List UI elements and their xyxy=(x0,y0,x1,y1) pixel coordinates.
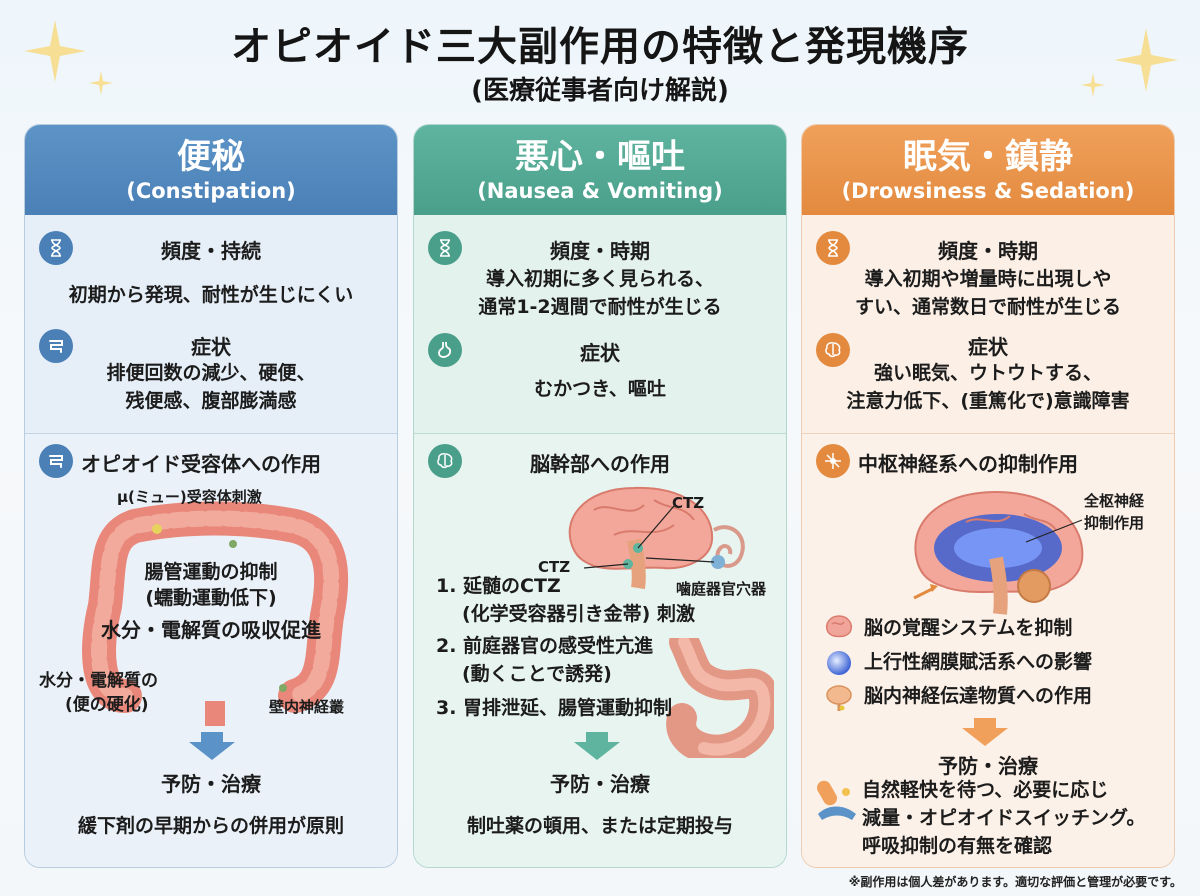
mechanism-item: 上行性網膜賦活系への影響 xyxy=(864,651,1093,673)
treatment-heading: 予防・治療 xyxy=(938,754,1038,778)
frequency-line: 通常1-2週間で耐性が生じる xyxy=(478,296,722,318)
glowing-orb-icon xyxy=(827,651,851,675)
arrow-down-icon xyxy=(189,732,235,760)
symptom-text: むかつき、嘔吐 xyxy=(534,378,666,400)
symptom-line: 排便回数の減少、硬便、 xyxy=(106,362,316,384)
drowsiness-card: 眠気・鎮静 (Drowsiness & Sedation) 頻度・時期 導入初期… xyxy=(801,124,1175,868)
intestine-icon xyxy=(39,444,73,478)
mechanism-item: (化学受容器引き金帯) 刺激 xyxy=(462,603,695,625)
treatment-line: 呼吸抑制の有無を確認 xyxy=(862,835,1053,857)
card-subtitle: (Constipation) xyxy=(126,179,296,203)
symptom-heading: 症状 xyxy=(191,335,231,359)
card-subtitle: (Drowsiness & Sedation) xyxy=(841,179,1135,203)
mechanism-item: (動くことで誘発) xyxy=(462,663,612,685)
card-title: 眠気・鎮静 xyxy=(903,137,1073,177)
mechanism-item: 2. 前庭器官の感受性亢進 xyxy=(436,635,654,657)
brain-illustration xyxy=(568,486,745,590)
constipation-header: 便秘 (Constipation) xyxy=(25,125,397,215)
peristalsis-label: (蠕動運動低下) xyxy=(145,587,277,609)
mechanism-item: 3. 胃排泄延、腸管運動抑制 xyxy=(436,697,673,719)
hardening-label: 水分・電解質の xyxy=(39,671,158,691)
stomach-illustration xyxy=(666,638,774,758)
sparkle-icon xyxy=(24,20,86,82)
symptom-heading: 症状 xyxy=(580,341,620,365)
hourglass-icon xyxy=(39,231,73,265)
mechanism-heading: 中枢神経系への抑制作用 xyxy=(858,452,1078,476)
sparkle-icon xyxy=(1081,73,1105,97)
pill-icon xyxy=(817,780,856,820)
arrow-down-icon xyxy=(962,718,1008,746)
vestibular-label: 噛庭器官穴器 xyxy=(676,580,767,598)
treatment-heading: 予防・治療 xyxy=(161,772,261,796)
receptor-label: μ(ミュー)受容体刺激 xyxy=(117,488,262,506)
symptom-heading: 症状 xyxy=(968,335,1008,359)
symptom-line: 強い眠気、ウトウトする、 xyxy=(873,362,1102,384)
nausea-header: 悪心・嘔吐 (Nausea & Vomiting) xyxy=(414,125,786,215)
treatment-line: 自然軽快を待つ、必要に応じ xyxy=(862,779,1109,801)
card-subtitle: (Nausea & Vomiting) xyxy=(477,179,723,203)
hourglass-icon xyxy=(816,231,850,265)
brain-icon xyxy=(428,444,462,478)
nausea-mechanism: 脳幹部への作用 CTZ CTZ 噛庭器官穴器 1. 延髄のCTZ (化学受容器引… xyxy=(414,433,786,867)
symptom-line: 残便感、腹部膨満感 xyxy=(125,390,297,412)
hardening-label: (便の硬化) xyxy=(65,695,149,715)
arrow-down-icon xyxy=(574,732,620,760)
intestine-illustration xyxy=(82,501,349,726)
motility-label: 腸管運動の抑制 xyxy=(144,561,278,583)
nausea-info: 頻度・時期 導入初期に多く見られる、 通常1-2週間で耐性が生じる 症状 むかつ… xyxy=(414,221,786,429)
footnote: ※副作用は個人差があります。適切な評価と管理が必要です。 xyxy=(848,875,1182,889)
brain-icon xyxy=(816,333,850,367)
frequency-line: すい、通常数日で耐性が生じる xyxy=(854,296,1121,318)
constipation-card: 便秘 (Constipation) 頻度・持続 初期から発現、耐性が生じにくい … xyxy=(24,124,398,868)
treatment-text: 緩下剤の早期からの併用が原則 xyxy=(77,815,344,837)
brain-sedation-illustration xyxy=(913,490,1084,615)
drowsiness-info: 頻度・時期 導入初期や増量時に出現しや すい、通常数日で耐性が生じる 症状 強い… xyxy=(802,221,1174,429)
mechanism-heading: 脳幹部への作用 xyxy=(530,452,670,476)
treatment-text: 制吐薬の頓用、または定期投与 xyxy=(466,815,733,837)
frequency-line: 導入初期や増量時に出現しや xyxy=(864,268,1112,290)
stomach-icon xyxy=(428,333,462,367)
neuron-icon xyxy=(826,685,852,711)
constipation-mechanism: オピオイド受容体への作用 μ(ミュー)受容体刺激 腸管運動の抑制 (蠕動運動低下… xyxy=(25,433,397,867)
frequency-text: 初期から発現、耐性が生じにくい xyxy=(68,284,354,306)
suppression-label: 全枢神経 xyxy=(1084,492,1145,510)
page-subtitle: (医療従事者向け解説) xyxy=(471,76,729,106)
ctz-label: CTZ xyxy=(538,558,571,576)
drowsiness-header: 眠気・鎮静 (Drowsiness & Sedation) xyxy=(802,125,1174,215)
frequency-line: 導入初期に多く見られる、 xyxy=(485,268,714,290)
brain-icon xyxy=(826,615,852,638)
card-title: 便秘 xyxy=(177,137,245,177)
symptom-line: 注意力低下、(重篤化で)意識障害 xyxy=(846,390,1130,412)
ctz-label: CTZ xyxy=(672,494,705,512)
treatment-line: 減量・オピオイドスイッチング。 xyxy=(862,807,1146,829)
page-title: オピオイド三大副作用の特徴と発現機序 xyxy=(231,24,969,70)
hourglass-icon xyxy=(428,231,462,265)
drowsiness-mechanism: 中枢神経系への抑制作用 全枢神経 抑制作用 脳の覚醒システムを抑制 上行性網膜賦… xyxy=(802,433,1174,867)
suppression-label: 抑制作用 xyxy=(1084,514,1145,532)
intestine-icon xyxy=(39,329,73,363)
card-title: 悪心・嘔吐 xyxy=(515,137,685,177)
mechanism-item: 脳内神経伝達物質への作用 xyxy=(864,685,1093,707)
frequency-heading: 頻度・持続 xyxy=(161,239,261,263)
mechanism-item: 脳の覚醒システムを抑制 xyxy=(864,617,1073,639)
nausea-card: 悪心・嘔吐 (Nausea & Vomiting) 頻度・時期 導入初期に多く見… xyxy=(413,124,787,868)
plexus-label: 壁内神経叢 xyxy=(269,698,345,716)
sparkle-icon xyxy=(89,71,113,95)
mechanism-heading: オピオイド受容体への作用 xyxy=(81,452,321,476)
treatment-heading: 予防・治療 xyxy=(550,772,650,796)
constipation-info: 頻度・持続 初期から発現、耐性が生じにくい 症状 排便回数の減少、硬便、 残便感… xyxy=(25,221,397,429)
frequency-heading: 頻度・時期 xyxy=(938,239,1038,263)
neuron-icon xyxy=(816,444,850,478)
mechanism-item: 1. 延髄のCTZ xyxy=(436,575,561,597)
absorption-label: 水分・電解質の吸収促進 xyxy=(101,618,321,642)
sparkle-icon xyxy=(1114,28,1178,92)
frequency-heading: 頻度・時期 xyxy=(550,239,650,263)
